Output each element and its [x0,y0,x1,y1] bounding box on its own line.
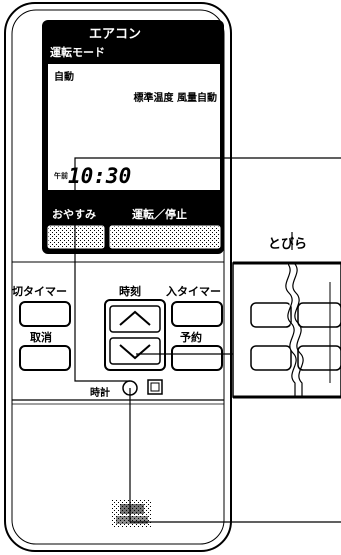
leader-line-upper [74,157,341,382]
off-timer-button[interactable] [19,301,71,327]
time-display: 10:30 [68,164,131,188]
mode-label: 運転モード [50,45,105,59]
chevron-up-icon [119,310,151,326]
clock-down-button[interactable] [109,337,161,365]
display-panel: エアコン 運転モード 自動 標準温度 風量自動 午前 10:30 おやすみ 運転… [42,20,224,254]
door-slot-upper-right [297,302,341,328]
door-panel [232,261,341,399]
clock-label: 時刻 [119,284,141,298]
remote-title: エアコン [89,27,141,42]
clock-set-label: 時計 [90,386,110,399]
chevron-down-icon [119,344,151,360]
sleep-label: おやすみ [52,208,96,221]
reset-icon [150,382,160,392]
off-timer-label: 切タイマー [12,285,67,298]
mode-value: 自動 [54,70,74,83]
lcd-screen [48,64,220,190]
door-callout-label: とびら [268,237,307,252]
on-timer-button[interactable] [171,301,223,327]
cancel-label: 取消 [30,330,52,344]
door-slot-upper-left [250,302,292,328]
reset-button[interactable] [147,379,163,395]
clock-up-button[interactable] [109,305,161,333]
time-prefix: 午前 [54,171,68,180]
reserve-label: 予約 [180,330,202,344]
reserve-button[interactable] [171,345,223,371]
sleep-button[interactable] [47,225,105,249]
door-slot-lower-right [297,345,341,371]
on-timer-label: 入タイマー [166,285,221,298]
ir-emitter [112,500,152,528]
break-line-left [285,262,297,397]
settings-text: 標準温度 風量自動 [134,91,217,104]
door-slot-lower-left [250,345,292,371]
break-line-right [292,262,304,397]
button-panel: 切タイマー 時刻 入タイマー 取消 予約 時計 [12,284,223,399]
cancel-button[interactable] [19,345,71,371]
run-stop-button[interactable] [109,225,221,249]
run-stop-label: 運転／停止 [132,207,187,221]
